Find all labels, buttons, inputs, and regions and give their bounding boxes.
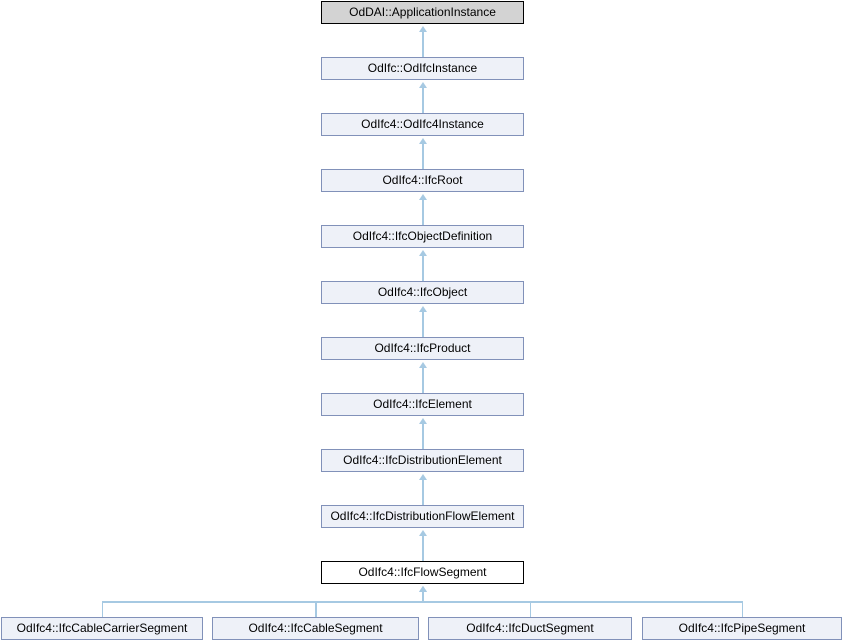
class-box-odifc4-ifcobjectdefinition[interactable]: OdIfc4::IfcObjectDefinition (321, 225, 524, 248)
class-box-odifc4-ifcproduct[interactable]: OdIfc4::IfcProduct (321, 337, 524, 360)
inheritance-edge-line (422, 32, 424, 57)
inheritance-edge-bus (422, 601, 743, 603)
inheritance-edge-drop (741, 601, 743, 617)
class-box-odifc4-ifcdistributionflowelement[interactable]: OdIfc4::IfcDistributionFlowElement (321, 505, 524, 528)
inheritance-edge-drop (315, 601, 317, 617)
inheritance-edge-line (422, 256, 424, 281)
arrow-up-icon (418, 26, 427, 32)
inheritance-edge-line (422, 312, 424, 337)
class-box-odifc-odifcinstance[interactable]: OdIfc::OdIfcInstance (321, 57, 524, 80)
class-box-odifc4-ifcobject[interactable]: OdIfc4::IfcObject (321, 281, 524, 304)
class-box-oddai-applicationinstance: OdDAI::ApplicationInstance (321, 1, 524, 24)
arrow-up-icon (418, 530, 427, 536)
inheritance-edge-stub (422, 592, 424, 602)
inheritance-edge-drop (101, 601, 103, 617)
inheritance-edge-line (422, 88, 424, 113)
class-box-odifc4-ifcflowsegment: OdIfc4::IfcFlowSegment (321, 561, 524, 584)
inheritance-edge-line (422, 144, 424, 169)
arrow-up-icon (418, 586, 427, 592)
inheritance-edge-bus (101, 601, 423, 603)
arrow-up-icon (418, 306, 427, 312)
arrow-up-icon (418, 82, 427, 88)
class-box-odifc4-ifcpipesegment[interactable]: OdIfc4::IfcPipeSegment (642, 617, 842, 640)
class-box-odifc4-ifcdistributionelement[interactable]: OdIfc4::IfcDistributionElement (321, 449, 524, 472)
inheritance-edge-line (422, 200, 424, 225)
inheritance-edge-line (422, 368, 424, 393)
arrow-up-icon (418, 418, 427, 424)
inheritance-edge-line (422, 536, 424, 561)
inheritance-edge-line (422, 424, 424, 449)
arrow-up-icon (418, 362, 427, 368)
arrow-up-icon (418, 194, 427, 200)
class-box-odifc4-ifcroot[interactable]: OdIfc4::IfcRoot (321, 169, 524, 192)
class-box-odifc4-ifcductsegment[interactable]: OdIfc4::IfcDuctSegment (428, 617, 632, 640)
inheritance-edge-drop (529, 601, 531, 617)
arrow-up-icon (418, 250, 427, 256)
class-box-odifc4-odifc4instance[interactable]: OdIfc4::OdIfc4Instance (321, 113, 524, 136)
inheritance-edge-bus (315, 601, 423, 603)
class-box-odifc4-ifcelement[interactable]: OdIfc4::IfcElement (321, 393, 524, 416)
inheritance-edge-line (422, 480, 424, 505)
class-box-odifc4-ifccablecarriersegment[interactable]: OdIfc4::IfcCableCarrierSegment (1, 617, 203, 640)
class-box-odifc4-ifccablesegment[interactable]: OdIfc4::IfcCableSegment (212, 617, 419, 640)
arrow-up-icon (418, 474, 427, 480)
arrow-up-icon (418, 138, 427, 144)
